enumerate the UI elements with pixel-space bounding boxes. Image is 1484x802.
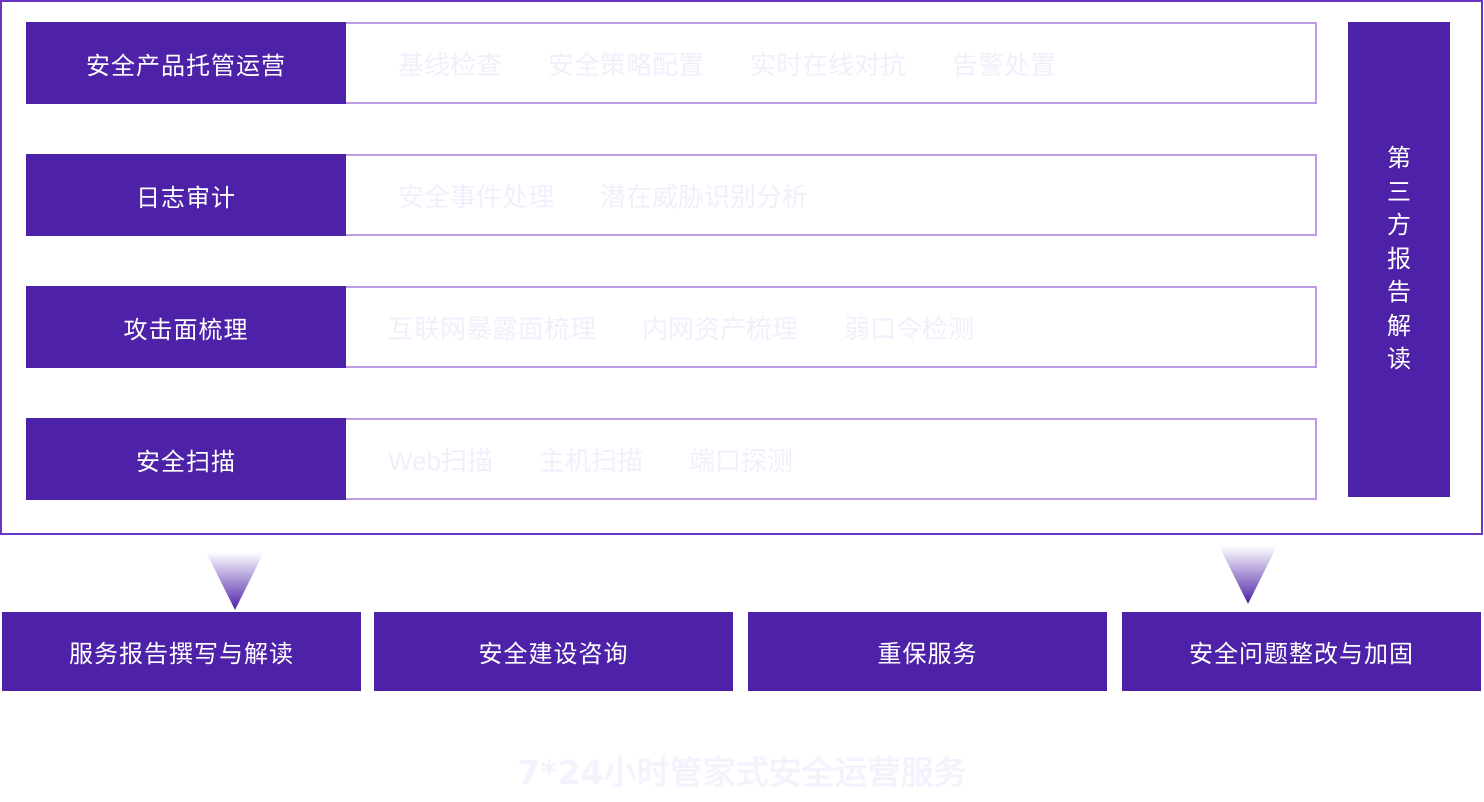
row-item: 安全事件处理 [398,181,555,212]
row-label: 安全产品托管运营 [26,22,346,104]
row-security-scan: 安全扫描 Web扫描 主机扫描 端口探测 [26,418,1317,500]
row-item: 实时在线对抗 [750,49,907,80]
security-consulting-box: 安全建设咨询 [374,612,733,691]
row-label: 攻击面梳理 [26,286,346,368]
services-container [0,0,1483,535]
row-attack-surface: 攻击面梳理 互联网暴露面梳理 内网资产梳理 弱口令检测 [26,286,1317,368]
side-char: 解 [1387,311,1411,340]
row-item: 端口探测 [689,445,794,476]
side-char: 读 [1387,345,1411,374]
row-item: 安全策略配置 [548,49,705,80]
key-protection-box: 重保服务 [748,612,1107,691]
row-item: 弱口令检测 [844,313,975,344]
arrow-down-icon [206,552,264,610]
row-items: 安全事件处理 潜在威胁识别分析 [346,156,1315,234]
row-item: 基线检查 [398,49,503,80]
side-char: 告 [1387,278,1411,307]
side-char: 第 [1387,144,1411,173]
side-char: 方 [1387,211,1411,240]
row-product-operations: 安全产品托管运营 基线检查 安全策略配置 实时在线对抗 告警处置 [26,22,1317,104]
row-item: 互联网暴露面梳理 [388,313,597,344]
row-label: 安全扫描 [26,418,346,500]
row-item: 告警处置 [952,49,1057,80]
footer-title: 7*24小时管家式安全运营服务 [517,753,967,792]
remediation-box: 安全问题整改与加固 [1122,612,1481,691]
row-item: 潜在威胁识别分析 [600,181,809,212]
third-party-report-panel: 第 三 方 报 告 解 读 [1348,22,1450,497]
side-char: 报 [1387,244,1411,273]
arrow-down-icon [1219,546,1277,604]
row-item: Web扫描 [388,445,493,476]
row-items: 基线检查 安全策略配置 实时在线对抗 告警处置 [346,24,1315,102]
row-items: Web扫描 主机扫描 端口探测 [346,420,1315,498]
service-report-box: 服务报告撰写与解读 [2,612,361,691]
row-log-audit: 日志审计 安全事件处理 潜在威胁识别分析 [26,154,1317,236]
row-item: 主机扫描 [539,445,644,476]
row-items: 互联网暴露面梳理 内网资产梳理 弱口令检测 [346,288,1315,366]
row-item: 内网资产梳理 [642,313,799,344]
row-label: 日志审计 [26,154,346,236]
side-char: 三 [1387,177,1411,206]
